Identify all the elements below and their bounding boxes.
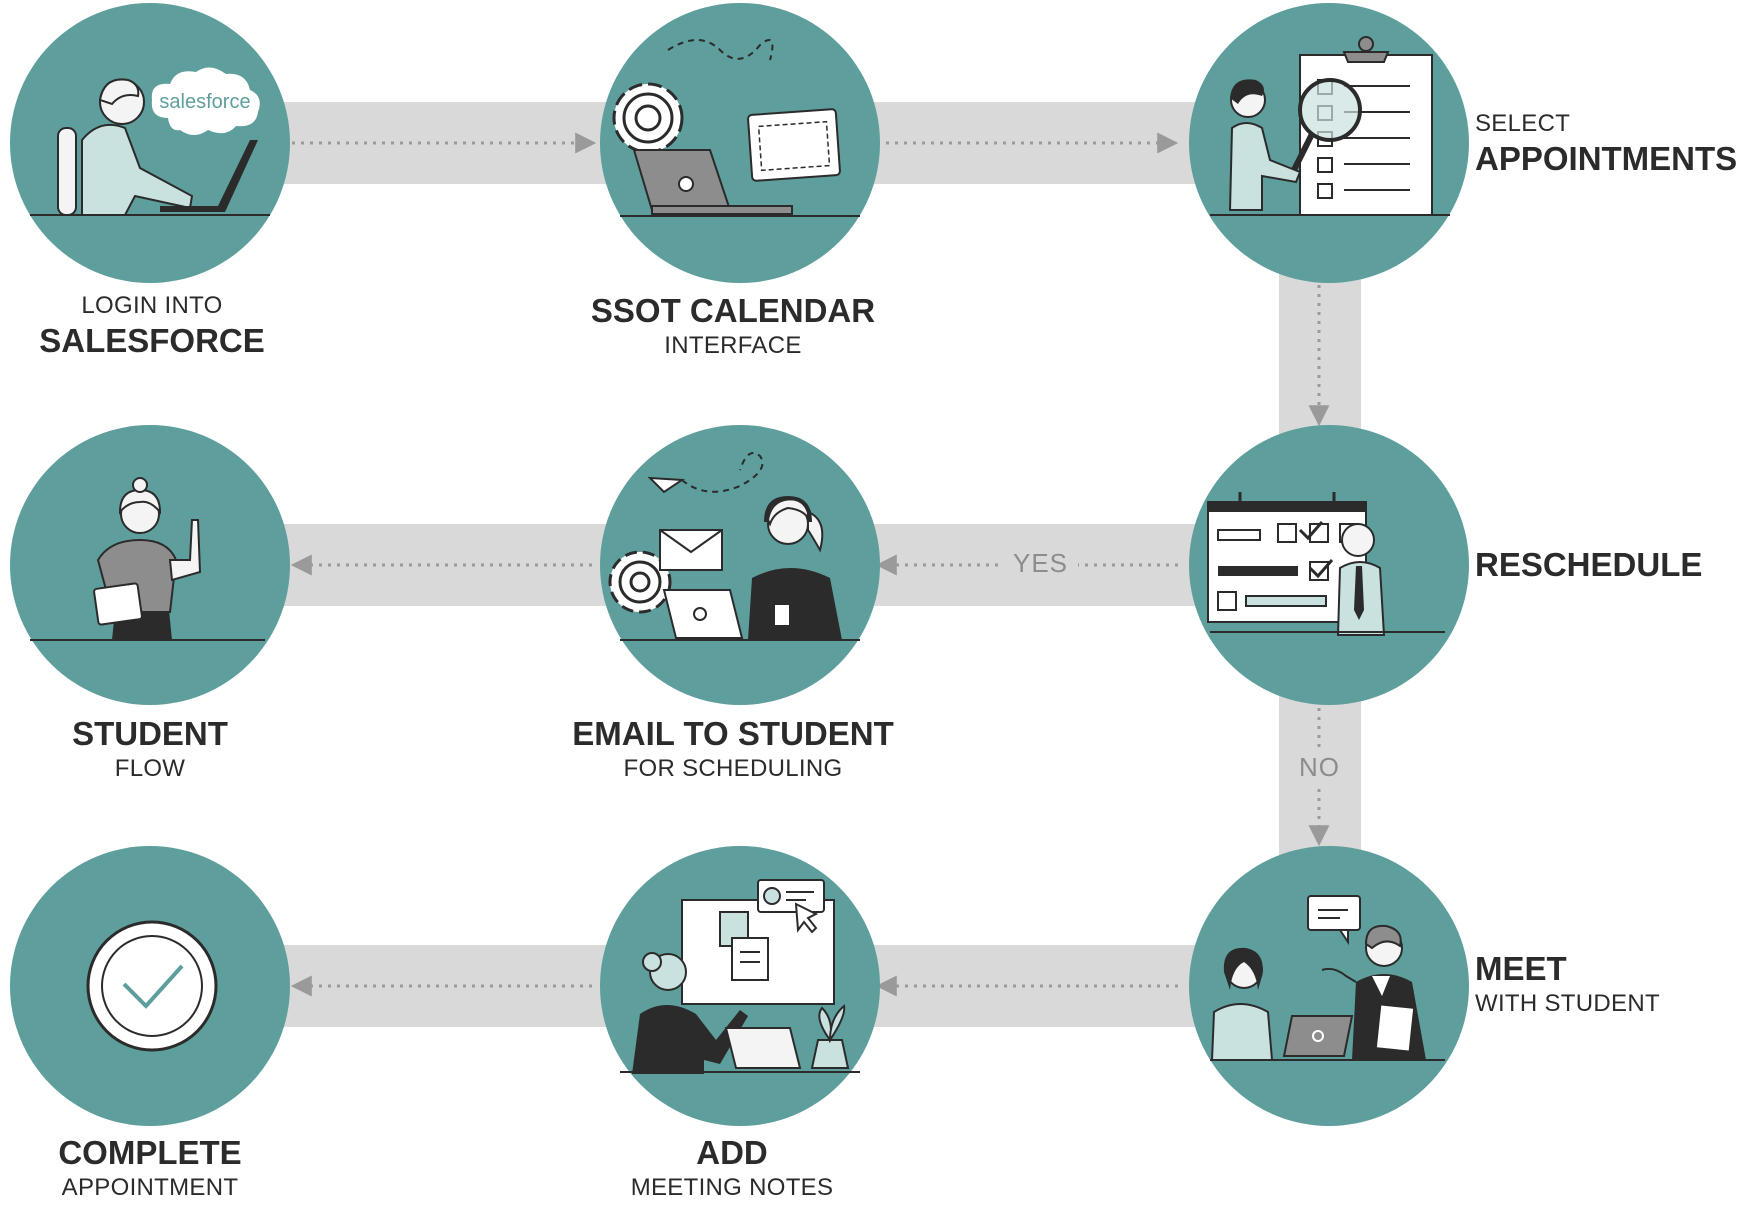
step-email-line2: FOR SCHEDULING [623,755,843,782]
check-circle-icon [86,920,218,1052]
branch-label-no: NO [1289,752,1350,783]
person-checklist-magnifier-icon [1210,36,1450,216]
person-laptop-salesforce-icon: salesforce [30,67,270,216]
step-label-meet: MEET WITH STUDENT [1475,950,1660,1020]
step-student-illustration [10,425,290,705]
step-notes-line2: MEETING NOTES [630,1174,834,1201]
step-meet-circle [1189,846,1469,1126]
step-label-login: LOGIN INTO SALESFORCE [39,290,265,360]
step-label-email: EMAIL TO STUDENT FOR SCHEDULING [572,715,893,785]
step-email-illustration [600,425,880,705]
step-meet-illustration [1189,846,1469,1126]
step-login-illustration: salesforce [10,3,290,283]
step-reschedule-line1: RESCHEDULE [1475,546,1703,583]
step-label-complete: COMPLETE APPOINTMENT [58,1134,241,1204]
two-people-meeting-icon [1210,895,1445,1061]
step-label-calendar: SSOT CALENDAR INTERFACE [591,292,875,362]
step-calendar-illustration [600,3,880,283]
step-login-circle [10,3,290,283]
student-tablet-icon [30,477,265,641]
band-notes-complete [270,945,630,1027]
salesforce-logo-text: salesforce [159,91,250,113]
band-meet-notes [850,945,1210,1027]
gear-laptop-calendar-icon [612,39,860,217]
branch-label-yes: YES [1003,548,1079,579]
step-reschedule-illustration [1189,425,1469,705]
band-login-calendar [270,102,630,184]
step-login-line1: LOGIN INTO [81,292,223,319]
step-label-notes: ADD MEETING NOTES [631,1134,834,1204]
step-select-illustration [1189,3,1469,283]
step-login-line2: SALESFORCE [39,322,265,359]
step-notes-illustration [600,846,880,1126]
step-label-reschedule: RESCHEDULE [1475,546,1702,584]
man-calendar-board-icon [1207,492,1445,636]
woman-headset-email-icon [608,452,860,641]
band-email-student [270,524,630,606]
step-label-select: SELECT APPOINTMENTS [1475,108,1737,178]
step-student-line1: STUDENT [72,715,228,752]
step-calendar-line2: INTERFACE [664,332,802,359]
step-select-line1: SELECT [1475,110,1571,137]
salesforce-logo: salesforce [151,67,260,135]
step-meet-line1: MEET [1475,950,1567,987]
step-select-line2: APPOINTMENTS [1475,140,1738,177]
step-email-line1: EMAIL TO STUDENT [572,715,894,752]
step-meet-line2: WITH STUDENT [1475,990,1660,1017]
step-notes-line1: ADD [696,1134,768,1171]
woman-board-notes-icon [620,879,860,1074]
step-complete-line1: COMPLETE [58,1134,242,1171]
step-calendar-line1: SSOT CALENDAR [590,292,876,329]
step-complete-illustration [10,846,290,1126]
step-label-student: STUDENT FLOW [72,715,228,785]
step-student-line2: FLOW [114,755,186,782]
step-complete-line2: APPOINTMENT [61,1174,239,1201]
